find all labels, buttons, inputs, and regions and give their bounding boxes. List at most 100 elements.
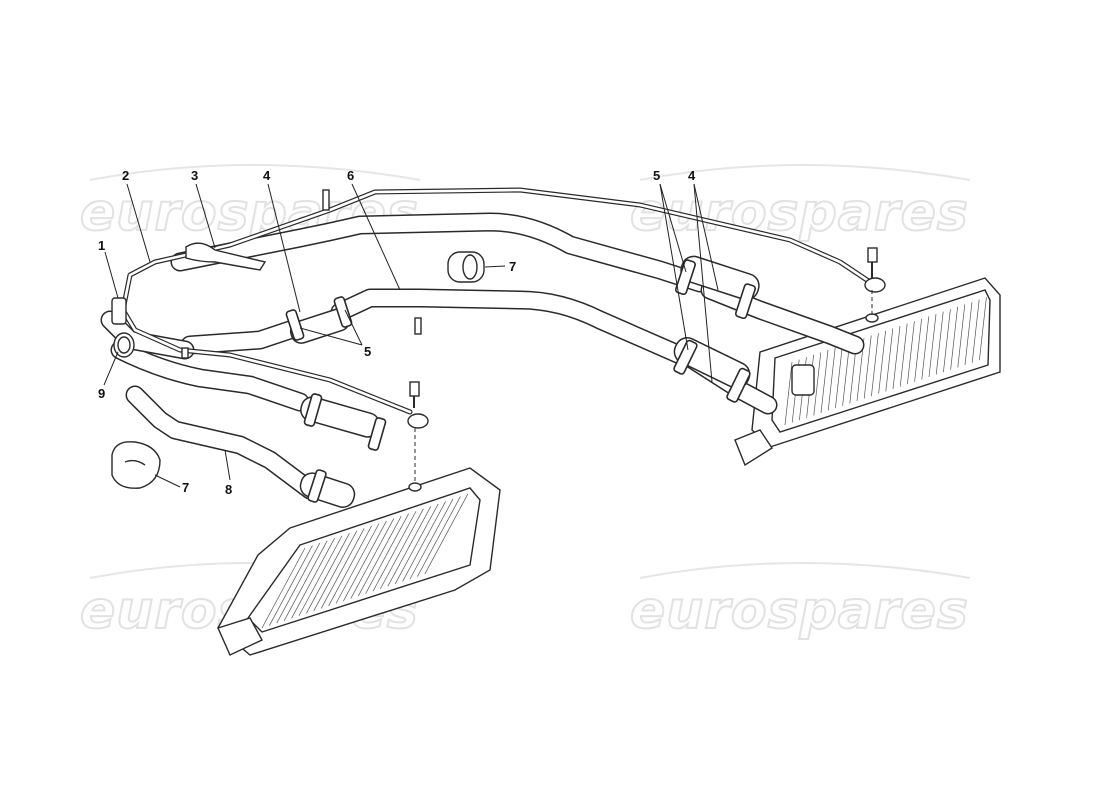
- leader-7-bottom: [154, 474, 181, 488]
- radiator-fin: [957, 304, 966, 368]
- radiator-fin: [298, 535, 343, 616]
- callout-7-top: 7: [509, 259, 516, 274]
- radiator-fin: [871, 333, 879, 397]
- callout-7-bottom: 7: [182, 480, 189, 495]
- radiator-fin: [914, 318, 922, 382]
- callout-3: 3: [191, 168, 198, 183]
- leader-5-left-a: [299, 327, 363, 346]
- right-radiator-grille: [771, 289, 991, 433]
- radiator-fin: [950, 306, 958, 370]
- hose-clamp: [734, 283, 756, 320]
- callout-4-left: 4: [263, 168, 271, 183]
- leader-lines: [103, 183, 719, 488]
- leader-5-right-b: [659, 183, 687, 273]
- radiator-fin: [928, 313, 937, 378]
- radiator-fin: [899, 323, 908, 387]
- bleed-lines: [120, 187, 873, 415]
- radiator-fin: [283, 540, 328, 621]
- hose-clamp: [726, 367, 751, 403]
- washer-right: [865, 313, 879, 323]
- hose-right-upper: [680, 255, 760, 301]
- callout-6: 6: [347, 168, 354, 183]
- leader-5-right-a: [659, 183, 689, 351]
- radiator-fin: [365, 513, 409, 594]
- callout-5-right: 5: [653, 168, 660, 183]
- left-radiator-fins: [261, 493, 469, 629]
- watermark-top-left: eurospares: [80, 183, 419, 243]
- radiator-fin: [921, 316, 930, 380]
- radiator-fin: [306, 533, 350, 614]
- left-radiator: [217, 467, 501, 656]
- pipe-spigot: [322, 189, 330, 211]
- radiator-fin: [276, 542, 321, 624]
- hose-clamp: [303, 393, 323, 427]
- hoses-and-clamps: [285, 255, 760, 508]
- banjo-fitting-left: [407, 413, 429, 429]
- clip-3: [185, 242, 267, 271]
- radiator-fin: [387, 506, 432, 587]
- radiator-fin: [394, 503, 439, 585]
- hose-pipe-8: [299, 472, 356, 508]
- right-radiator-inlet: [791, 364, 815, 396]
- radiator-fin: [964, 301, 973, 366]
- leader-4-right-b: [693, 183, 713, 383]
- radiator-fin: [335, 523, 380, 604]
- radiator-fin: [784, 361, 793, 426]
- hose-clamp: [673, 339, 698, 375]
- hose-clamp: [367, 417, 387, 451]
- banjo-fitting-right: [864, 277, 886, 293]
- radiator-fin: [261, 547, 306, 629]
- leader-1: [104, 251, 119, 299]
- callout-8: 8: [225, 482, 232, 497]
- hose-clamp: [333, 296, 353, 328]
- radiator-fin: [328, 525, 372, 607]
- hose-clamp: [307, 469, 327, 503]
- radiator-fin: [820, 349, 829, 414]
- radiator-fin: [813, 352, 822, 416]
- right-radiator-mount: [734, 429, 773, 467]
- radiator-fin: [269, 545, 313, 626]
- radiator-fin: [863, 335, 872, 399]
- radiator-fin: [372, 511, 417, 592]
- radiator-fin: [417, 496, 461, 577]
- grommet-7-bottom: [111, 441, 161, 489]
- radiator-fin: [313, 530, 358, 612]
- radiator-fin: [892, 325, 901, 390]
- hose-clamp: [674, 259, 696, 296]
- radiator-fin: [424, 493, 469, 575]
- radiator-fin: [979, 297, 987, 361]
- radiator-fin: [885, 328, 894, 392]
- callout-2: 2: [122, 168, 129, 183]
- radiator-fin: [842, 342, 850, 406]
- small-parts: [111, 189, 886, 492]
- radiator-fin: [878, 330, 886, 394]
- watermark-swoosh: [639, 562, 971, 579]
- radiator-fin: [343, 520, 387, 602]
- pipe-spigot: [181, 347, 189, 359]
- watermark-swoosh: [639, 164, 971, 181]
- radiator-fin: [835, 345, 843, 409]
- right-radiator: [734, 277, 1001, 467]
- callout-1: 1: [98, 238, 105, 253]
- leader-2: [126, 183, 151, 263]
- callout-4-right: 4: [688, 168, 696, 183]
- radiator-fin: [935, 311, 944, 375]
- radiator-fin: [357, 515, 402, 597]
- radiator-fin: [409, 498, 454, 580]
- callout-9: 9: [98, 386, 105, 401]
- callout-labels: 1 2 3 4 6 7 5 9 7 8 5 4: [98, 168, 696, 497]
- radiator-fin: [907, 321, 915, 385]
- callout-5-left: 5: [364, 344, 371, 359]
- bracket-1: [111, 297, 127, 325]
- radiator-fin: [827, 347, 836, 411]
- watermark-top-right: eurospares: [630, 183, 969, 243]
- watermark-swoosh: [89, 164, 421, 181]
- radiator-fin: [320, 528, 365, 609]
- bolt-left: [409, 381, 420, 397]
- leader-6: [351, 183, 401, 291]
- bolt-right: [867, 247, 878, 263]
- leader-4-left: [267, 183, 301, 313]
- radiator-fin: [402, 501, 446, 582]
- hose-clamp: [285, 309, 305, 341]
